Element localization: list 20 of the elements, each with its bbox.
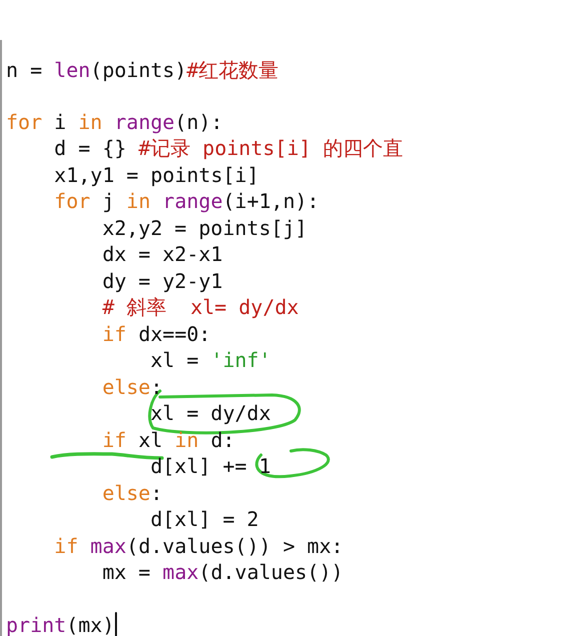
code-line: for i in range(n):: [6, 109, 223, 135]
code-line: d = {} #记录 points[i] 的四个直: [54, 135, 403, 161]
code-line: xl = 'inf': [150, 347, 271, 373]
code-line: if xl in d:: [102, 427, 235, 453]
code-line: xl = dy/dx: [150, 400, 271, 426]
code-line: x1,y1 = points[i]: [54, 162, 259, 188]
code-line: dx = x2-x1: [102, 241, 223, 267]
code-line: n = len(points)#红花数量: [6, 57, 279, 83]
code-line: else:: [102, 374, 163, 400]
code-line: else:: [102, 480, 163, 506]
code-line: d[xl] += 1: [150, 453, 271, 479]
code-line: if dx==0:: [102, 321, 211, 347]
code-line: # 斜率 xl= dy/dx: [102, 294, 299, 320]
code-line: d[xl] = 2: [150, 506, 259, 532]
code-line: if max(d.values()) > mx:: [54, 533, 344, 559]
code-line: for j in range(i+1,n):: [54, 188, 320, 214]
code-line: dy = y2-y1: [102, 268, 223, 294]
code-line: print(mx): [6, 612, 114, 636]
code-line: x2,y2 = points[j]: [102, 215, 308, 241]
code-line: mx = max(d.values()): [102, 559, 344, 585]
